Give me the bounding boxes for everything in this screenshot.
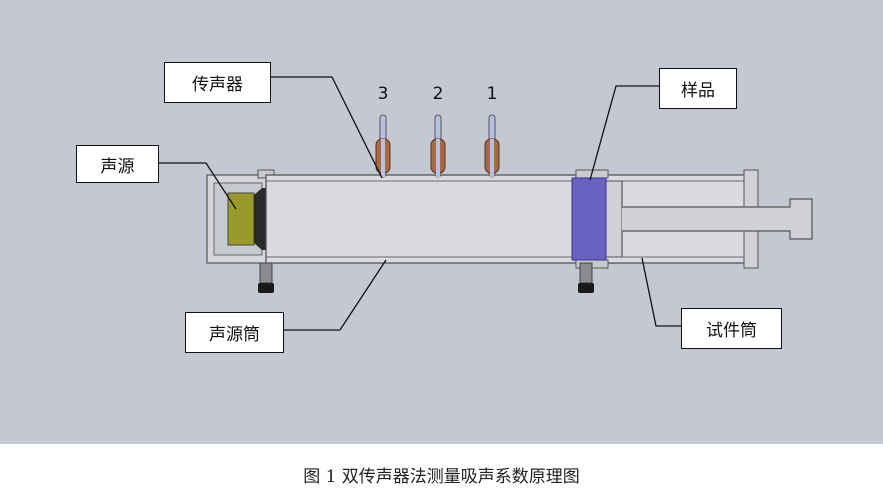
leader-lines [158, 76, 682, 331]
label-sample: 样品 [659, 68, 737, 109]
label-source: 声源 [76, 145, 159, 183]
label-sample-tube: 试件筒 [681, 308, 782, 349]
leader-sample [589, 85, 660, 181]
figure-caption: 图 1 双传声器法测量吸声系数原理图 [303, 467, 580, 487]
leader-source [158, 162, 237, 210]
leader-transducer [270, 76, 383, 179]
diagram-canvas: 3 2 1 传声器 样品 声源 声源筒 试件筒 [0, 0, 883, 444]
leader-source-tube [283, 259, 387, 331]
leader-sample-tube [641, 257, 682, 327]
source-tube-body [265, 174, 577, 264]
microphone-1 [484, 114, 500, 178]
microphone-3 [375, 114, 391, 178]
sample-material [571, 177, 607, 261]
microphone-2 [430, 114, 446, 178]
mic-number-1: 1 [487, 84, 498, 104]
impedance-tube-diagram: 3 2 1 [158, 76, 813, 331]
label-transducer: 传声器 [164, 62, 271, 103]
mic-number-2: 2 [433, 84, 444, 104]
mic-number-3: 3 [378, 84, 389, 104]
support-feet [258, 262, 594, 293]
piston-rod [605, 180, 813, 258]
label-source-tube: 声源筒 [185, 312, 284, 353]
loudspeaker [227, 188, 266, 250]
